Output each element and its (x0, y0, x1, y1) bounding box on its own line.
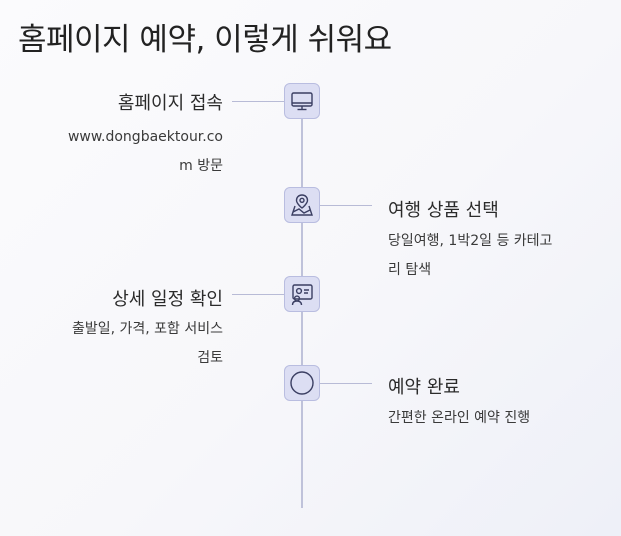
step-description: 간편한 온라인 예약 진행 (388, 404, 530, 433)
step-node (284, 187, 320, 223)
page-title: 홈페이지 예약, 이렇게 쉬워요 (18, 22, 392, 58)
connector-line (320, 205, 372, 206)
step-description: 당일여행, 1박2일 등 카테고 리 탐색 (388, 227, 552, 285)
step-description: 출발일, 가격, 포함 서비스 검토 (72, 315, 223, 373)
map-pin-icon (289, 192, 315, 218)
step-description: www.dongbaektour.co m 방문 (68, 123, 223, 181)
timeline-axis (301, 118, 303, 508)
step-title: 예약 완료 (388, 377, 460, 398)
step-description-line: 당일여행, 1박2일 등 카테고 (388, 233, 553, 249)
step-node (284, 365, 320, 401)
step-description-line: www.dongbaektour.co (67, 129, 223, 145)
connector-line (232, 101, 284, 102)
step-description-line: m 방문 (179, 158, 223, 174)
step-node (284, 83, 320, 119)
step-description-line: 검토 (197, 350, 223, 366)
monitor-icon (289, 88, 315, 114)
connector-line (320, 383, 372, 384)
step-title: 여행 상품 선택 (388, 200, 499, 221)
step-description-line: 간편한 온라인 예약 진행 (388, 410, 531, 426)
step-title: 상세 일정 확인 (112, 289, 223, 310)
step-description-line: 리 탐색 (388, 262, 432, 278)
step-title: 홈페이지 접속 (117, 93, 223, 114)
id-card-icon (289, 281, 315, 307)
step-description-line: 출발일, 가격, 포함 서비스 (71, 321, 223, 337)
step-node (284, 276, 320, 312)
circle-icon (288, 369, 316, 397)
connector-line (232, 294, 284, 295)
